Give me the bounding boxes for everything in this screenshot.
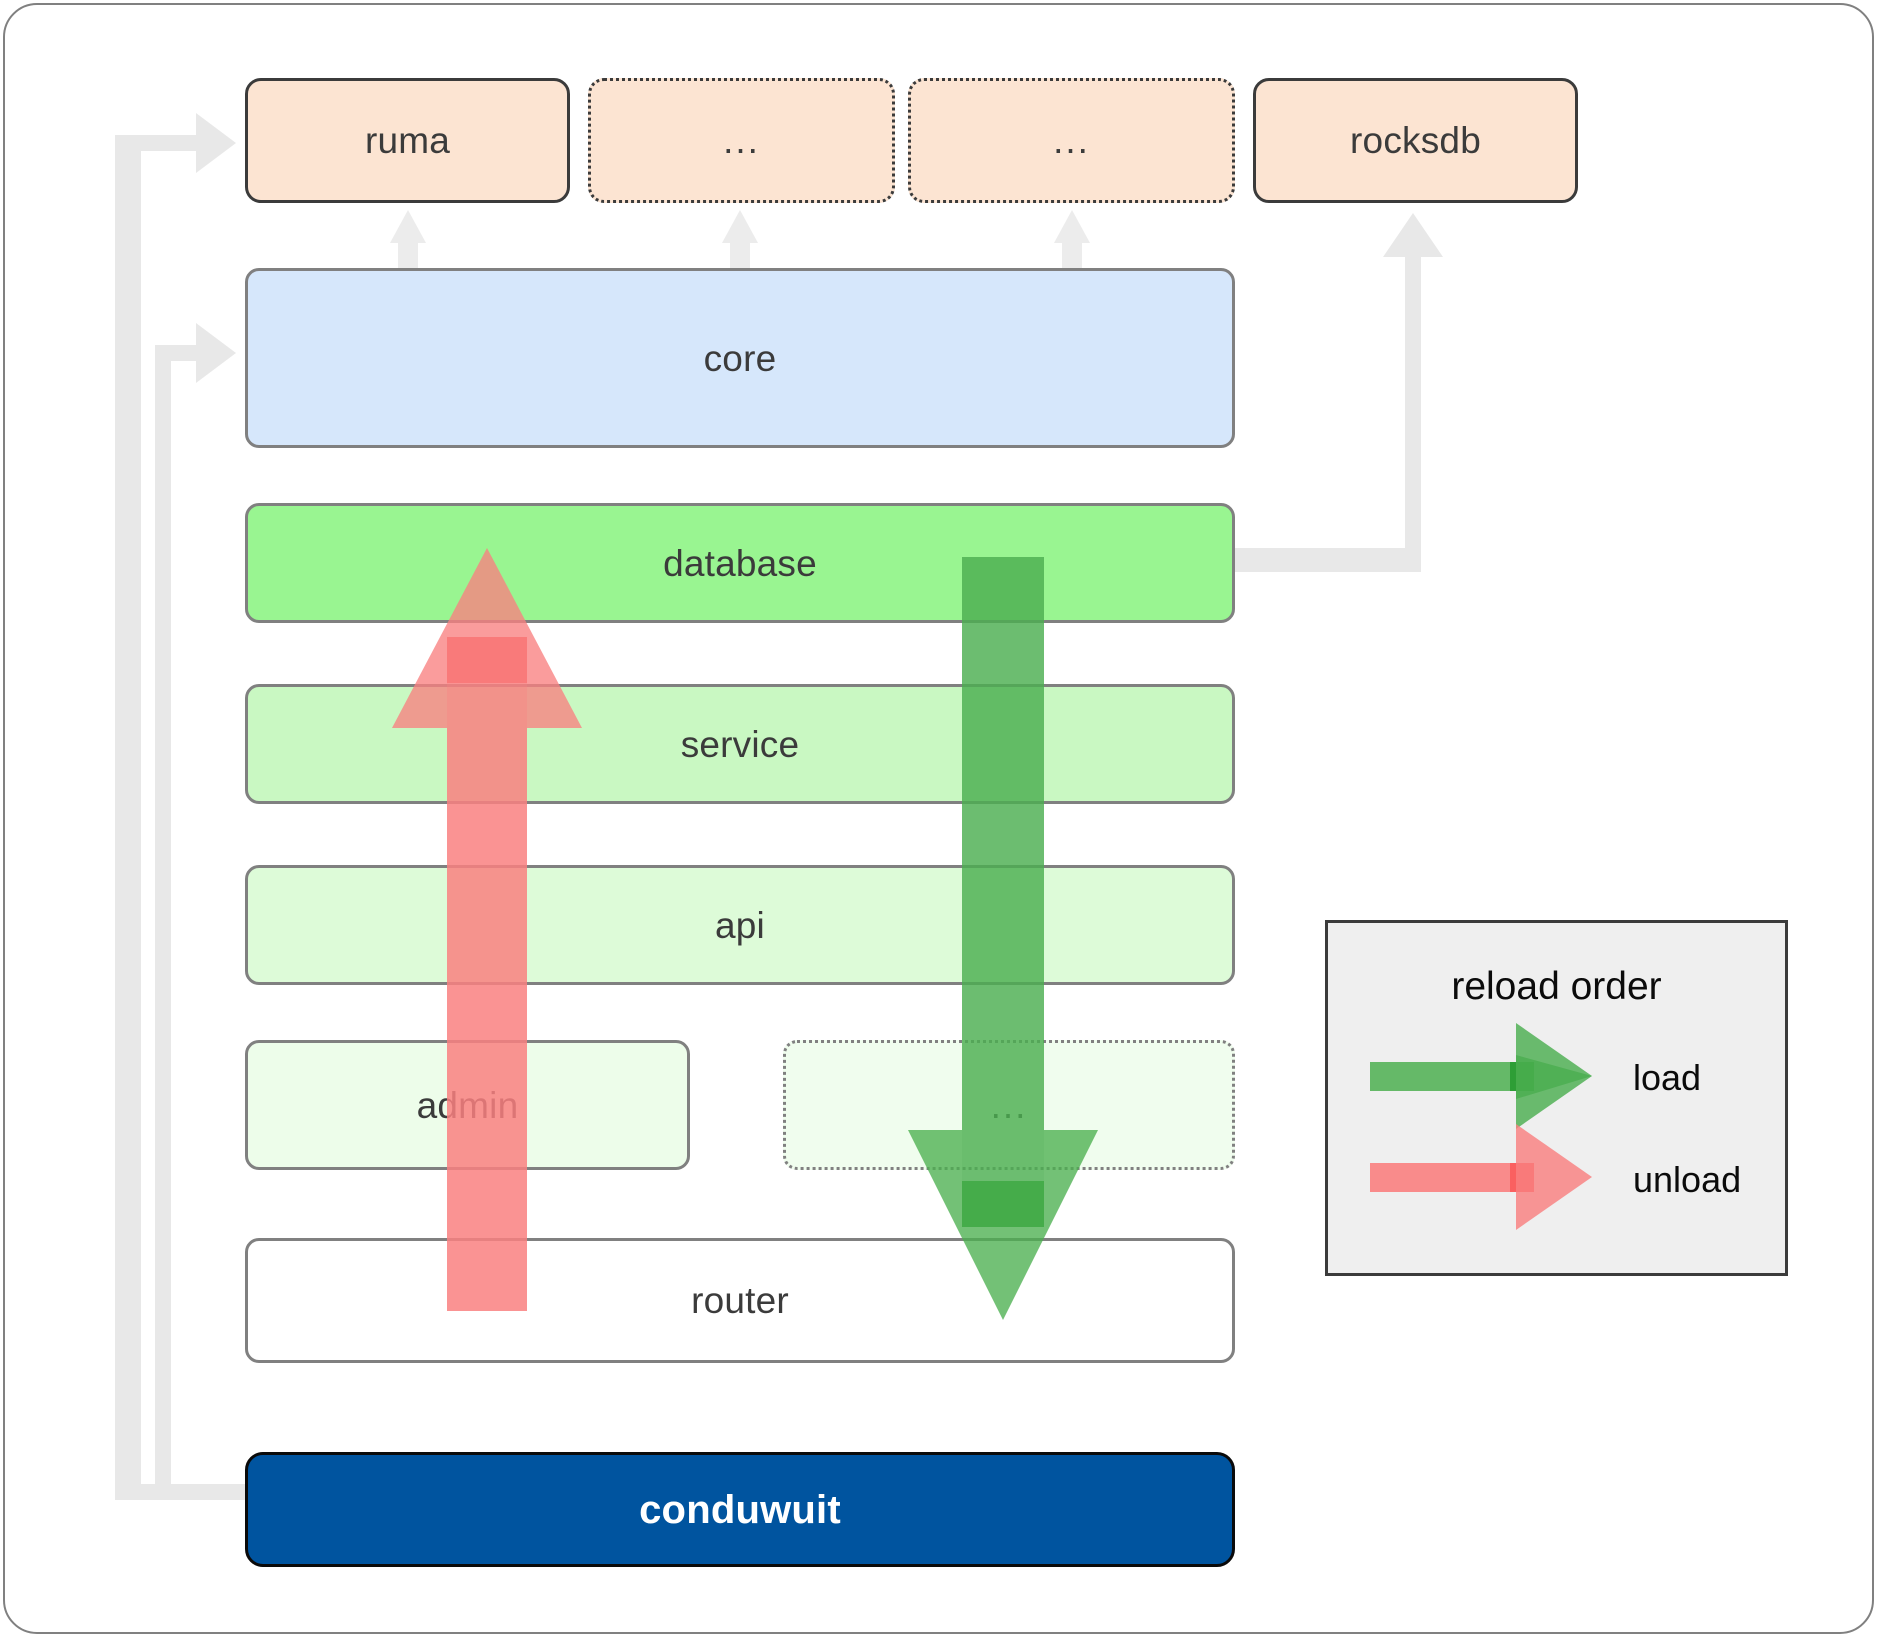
layer-label-core: core	[703, 337, 777, 379]
layer-label-ellipsis: ...	[990, 1084, 1028, 1126]
dependency-box-rocksdb[interactable]: rocksdb	[1253, 78, 1578, 203]
unload-arrow-icon	[1370, 1124, 1592, 1230]
diagram-frame	[3, 3, 1874, 1634]
dependency-label-ruma: ruma	[364, 120, 451, 161]
load-arrow-icon	[1370, 1023, 1592, 1129]
legend-label-unload: unload	[1633, 1159, 1742, 1200]
dependency-box-ellipsis-2[interactable]: ...	[908, 78, 1235, 203]
layer-box-service[interactable]: service	[245, 684, 1235, 804]
layer-box-ellipsis[interactable]: ...	[783, 1040, 1235, 1170]
legend-title: reload order	[1451, 965, 1662, 1008]
dependency-label-rocksdb: rocksdb	[1350, 120, 1481, 161]
dependency-label-ellipsis-1: ...	[723, 120, 760, 161]
layer-box-admin[interactable]: admin	[245, 1040, 690, 1170]
layer-label-service: service	[680, 723, 800, 765]
layer-box-router[interactable]: router	[245, 1238, 1235, 1363]
dependency-box-ellipsis-1[interactable]: ...	[588, 78, 895, 203]
layer-label-router: router	[691, 1280, 789, 1321]
layer-label-admin: admin	[416, 1084, 519, 1126]
layer-label-database: database	[663, 542, 817, 584]
dependency-label-ellipsis-2: ...	[1053, 120, 1090, 161]
legend-panel: reload order load unload	[1325, 920, 1788, 1276]
dependency-box-ruma[interactable]: ruma	[245, 78, 570, 203]
legend-arrow-icons	[1370, 1023, 1592, 1230]
application-label-conduwuit: conduwuit	[639, 1487, 841, 1532]
layer-box-core[interactable]: core	[245, 268, 1235, 448]
layer-box-api[interactable]: api	[245, 865, 1235, 985]
layer-label-api: api	[715, 904, 765, 946]
legend-label-load: load	[1633, 1057, 1702, 1098]
layer-box-database[interactable]: database	[245, 503, 1235, 623]
application-box-conduwuit[interactable]: conduwuit	[245, 1452, 1235, 1567]
